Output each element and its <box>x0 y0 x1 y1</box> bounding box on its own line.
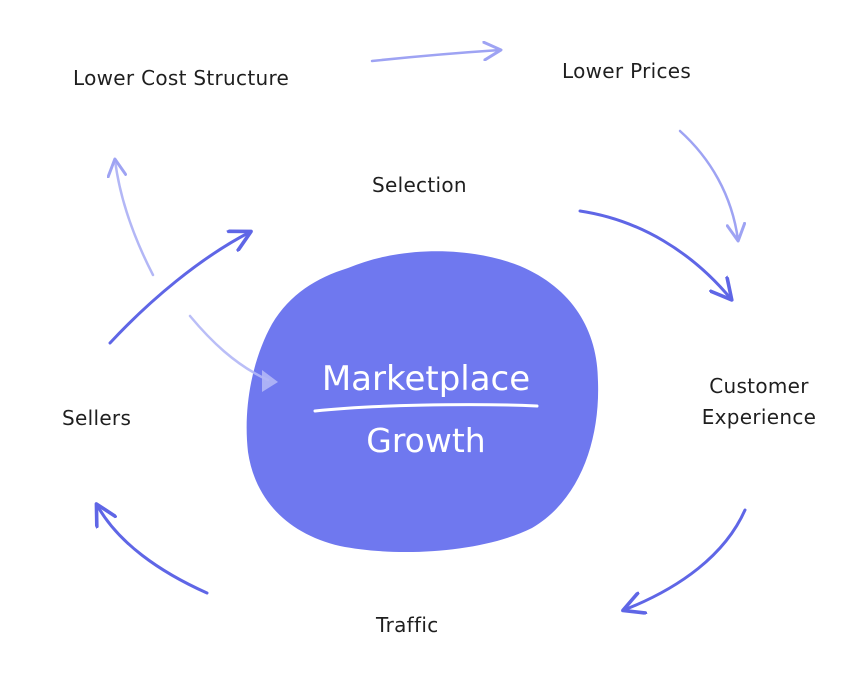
arrow-sellers-to-selection <box>108 232 250 345</box>
arrow-to-lower-cost <box>115 160 155 277</box>
center-underline <box>313 403 539 413</box>
lower-prices-label: Lower Prices <box>562 59 692 83</box>
customer-experience-line2: Experience <box>701 405 817 429</box>
selection-label: Selection <box>372 173 467 197</box>
arrow-traffic-to-sellers <box>97 505 209 595</box>
arrow-experience-to-traffic <box>624 508 747 610</box>
sellers-label: Sellers <box>62 406 132 430</box>
marketplace-growth-blob <box>246 251 599 552</box>
customer-experience-label: Customer Experience <box>697 371 821 433</box>
customer-experience-line1: Customer <box>709 374 809 398</box>
center-title-growth: Growth <box>366 421 486 460</box>
center-title-marketplace: Marketplace <box>321 359 531 399</box>
arrow-cost-to-prices <box>370 50 500 63</box>
arrow-prices-to-experience <box>678 129 738 240</box>
arrow-selection-to-experience <box>578 209 731 299</box>
arrow-to-blob-head <box>262 370 278 392</box>
lower-cost-structure-label: Lower Cost Structure <box>73 66 290 90</box>
traffic-label: Traffic <box>376 613 439 637</box>
arrow-to-blob <box>188 314 270 382</box>
